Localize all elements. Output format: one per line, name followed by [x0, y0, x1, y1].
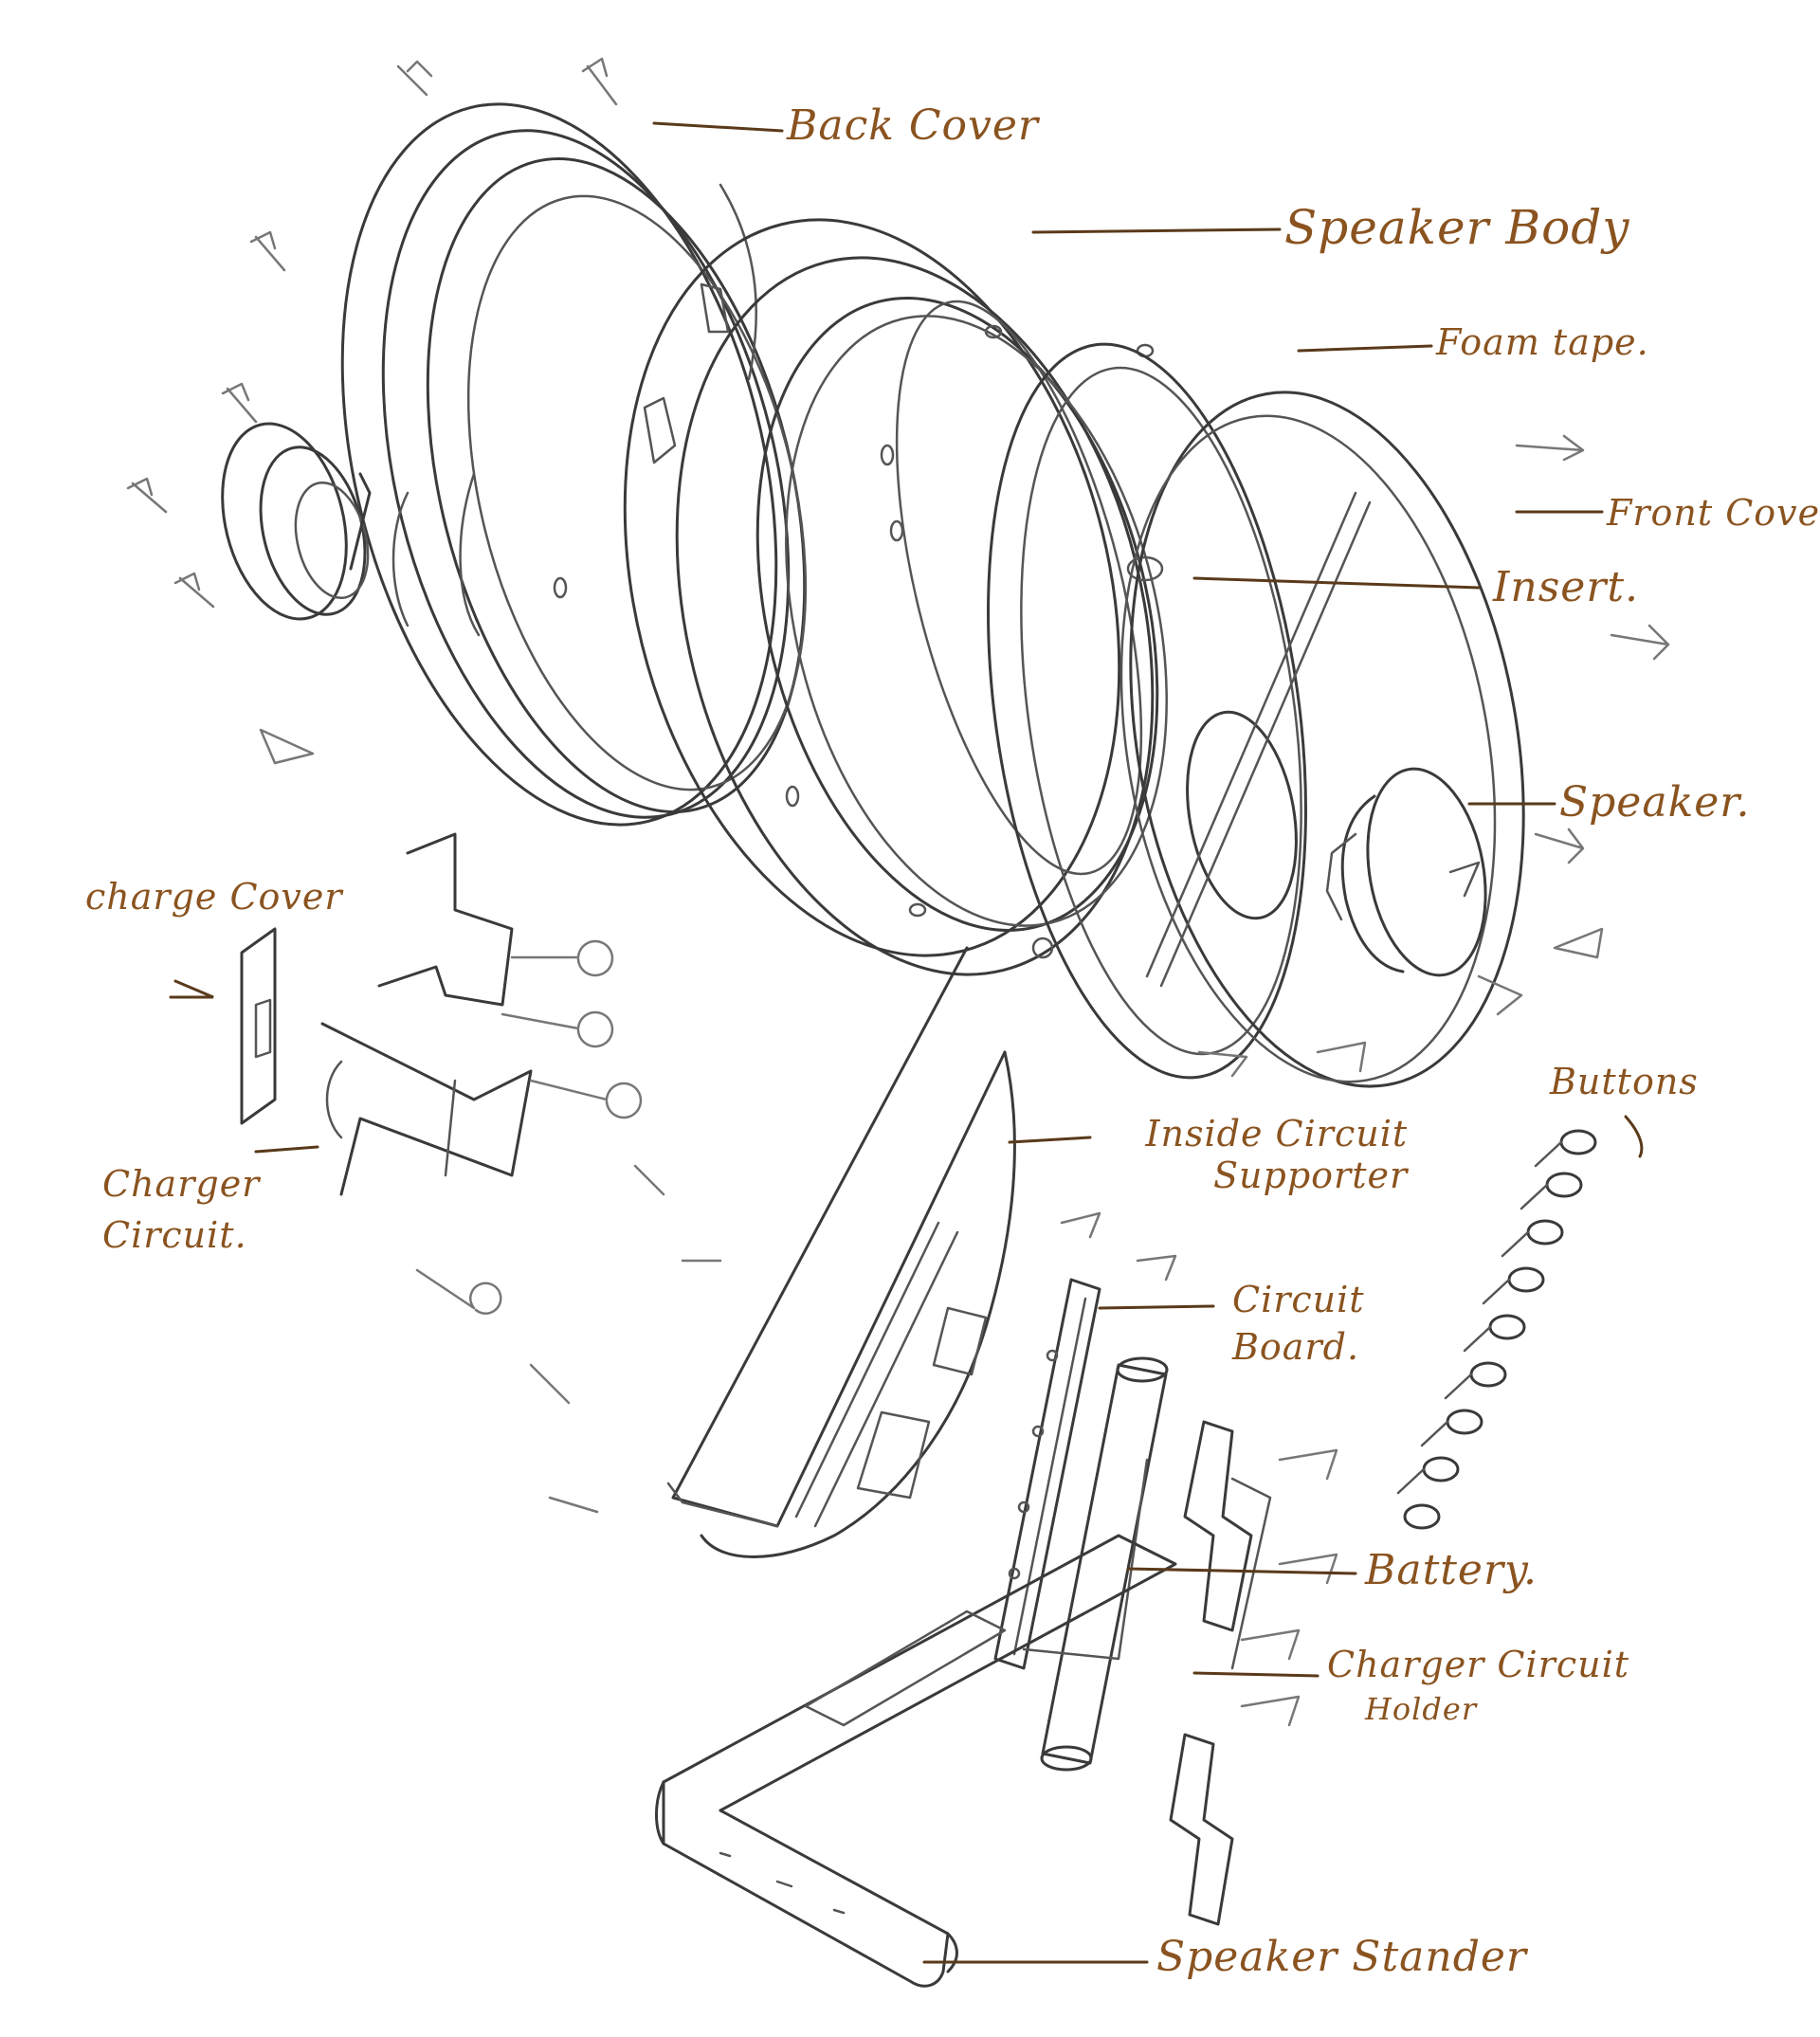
- back-cover-part: [340, 102, 808, 827]
- leader-lines: [169, 121, 1644, 1964]
- label-circuit-board-line1: Circuit: [1232, 1279, 1365, 1320]
- inside-circuit-supporter-part: [666, 946, 1016, 1558]
- label-speaker: Speaker.: [1559, 778, 1751, 827]
- label-charge-cover: charge Cover: [85, 876, 343, 918]
- label-charger-circuit-holder-line2: Holder: [1365, 1690, 1478, 1727]
- label-battery: Battery.: [1365, 1546, 1538, 1594]
- charge-cover-part: [240, 927, 277, 1125]
- charger-circuit-holder-part: [1169, 1420, 1272, 1926]
- back-knob-part: [221, 422, 372, 621]
- label-inside-circuit-supporter-line2: Supporter: [1213, 1154, 1409, 1196]
- label-charger-circuit-holder: Charger Circuit Holder: [1327, 1644, 1629, 1727]
- label-inside-circuit-supporter: Inside Circuit Supporter: [1100, 1113, 1409, 1196]
- buttons-part: [1396, 1129, 1597, 1530]
- label-charger-circuit-holder-line1: Charger Circuit: [1327, 1644, 1629, 1685]
- speaker-stander-part: [655, 1534, 1177, 1988]
- label-circuit-board-line2: Board.: [1232, 1325, 1360, 1368]
- label-charger-circuit-line2: Circuit.: [102, 1213, 247, 1256]
- speaker-driver-part: [1325, 767, 1487, 977]
- label-inside-circuit-supporter-line1: Inside Circuit: [1145, 1113, 1409, 1155]
- label-circuit-board: Circuit Board.: [1232, 1279, 1365, 1368]
- screws: [126, 57, 1670, 1727]
- label-back-cover: Back Cover: [787, 101, 1039, 150]
- label-charger-circuit-line1: Charger: [102, 1163, 261, 1205]
- label-speaker-body: Speaker Body: [1284, 200, 1630, 255]
- label-charger-circuit: Charger Circuit.: [102, 1163, 261, 1256]
- front-cover-part: [1119, 391, 1525, 1088]
- label-buttons: Buttons: [1550, 1061, 1699, 1102]
- foam-tape-part: [987, 342, 1307, 1080]
- battery-part: [1022, 1356, 1169, 1772]
- charger-circuit-part: [320, 832, 533, 1196]
- label-insert: Insert.: [1493, 563, 1640, 611]
- circuit-board-part: [993, 1278, 1101, 1670]
- label-speaker-stander: Speaker Stander: [1156, 1933, 1527, 1981]
- label-foam-tape: Foam tape.: [1436, 321, 1649, 363]
- label-front-cover: Front Cover: [1607, 492, 1820, 534]
- speaker-body-part: [623, 218, 1168, 976]
